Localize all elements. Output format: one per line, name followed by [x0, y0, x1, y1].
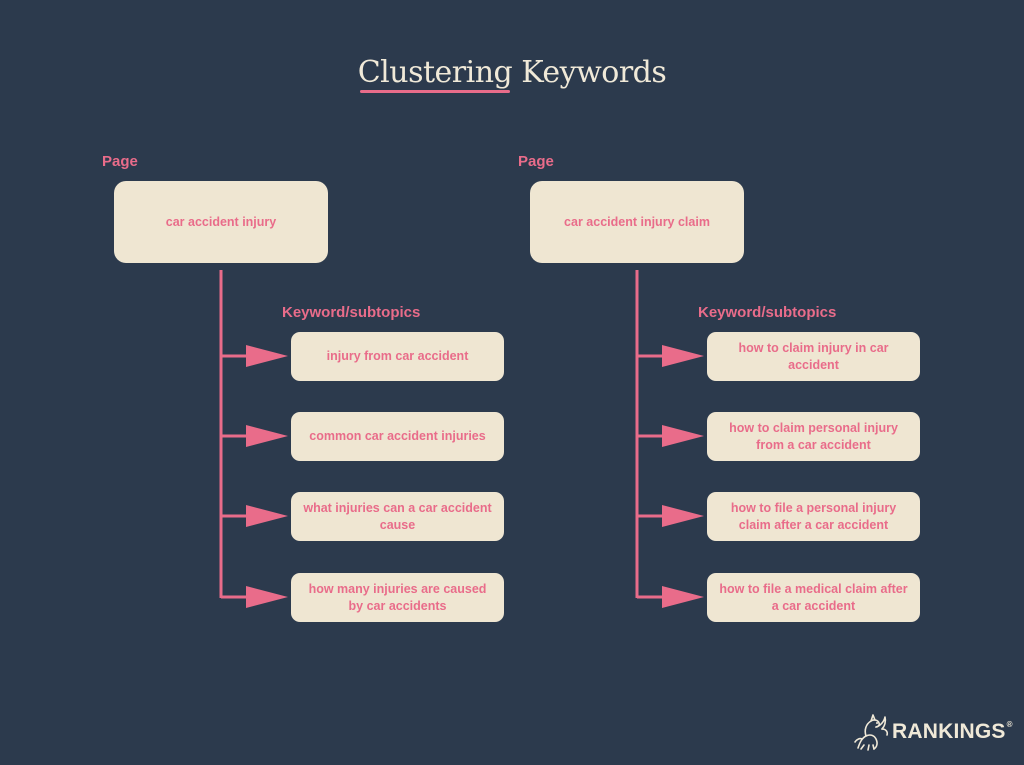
subtopic-box: how to file a personal injury claim afte…: [707, 492, 920, 541]
page-box: car accident injury claim: [530, 181, 744, 263]
griffin-logo-icon: [854, 714, 889, 751]
subtopic-box: how to claim injury in car accident: [707, 332, 920, 381]
brand-name-text: RANKINGS: [892, 720, 1006, 743]
cluster-2-arrowheads: [662, 345, 704, 608]
registered-mark: ®: [1006, 720, 1013, 729]
arrow-icon: [246, 505, 288, 527]
subtopic-box: common car accident injuries: [291, 412, 504, 461]
page-label: Page: [102, 153, 138, 170]
arrow-icon: [662, 505, 704, 527]
arrow-icon: [662, 425, 704, 447]
subtopic-box: how to claim personal injury from a car …: [707, 412, 920, 461]
arrow-icon: [246, 586, 288, 608]
subtopic-box: what injuries can a car accident cause: [291, 492, 504, 541]
cluster-2-connectors: [635, 270, 662, 599]
subtopics-label: Keyword/subtopics: [698, 304, 837, 321]
subtopic-box: injury from car accident: [291, 332, 504, 381]
subtopic-box: how to file a medical claim after a car …: [707, 573, 920, 622]
arrow-icon: [662, 586, 704, 608]
rankings-logo: RANKINGS®: [852, 712, 1013, 752]
page-label: Page: [518, 153, 554, 170]
subtopic-box: how many injuries are caused by car acci…: [291, 573, 504, 622]
cluster-1-connectors: [219, 270, 246, 599]
brand-name: RANKINGS®: [892, 720, 1013, 744]
arrow-icon: [246, 345, 288, 367]
cluster-1-arrowheads: [246, 345, 288, 608]
title-word-clustering: Clustering: [357, 55, 513, 90]
arrow-icon: [246, 425, 288, 447]
page-box: car accident injury: [114, 181, 328, 263]
arrow-icon: [662, 345, 704, 367]
diagram-title: Clustering Keywords: [0, 55, 1024, 90]
subtopics-label: Keyword/subtopics: [282, 304, 421, 321]
title-word-keywords: Keywords: [512, 55, 667, 90]
